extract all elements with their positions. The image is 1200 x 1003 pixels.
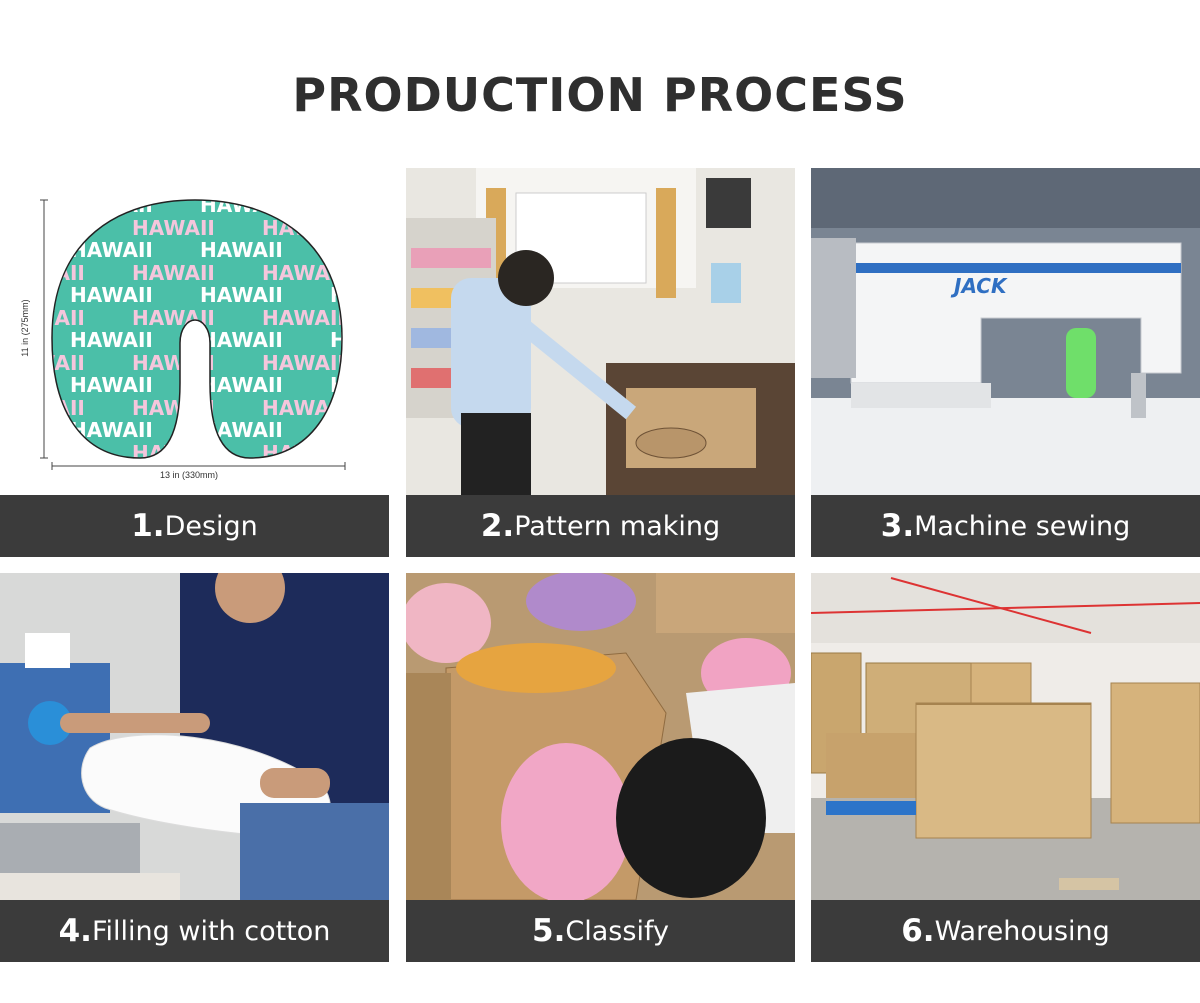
step-card-design: HAWAII HAWAII HAWAII 11 in (275mm) 13 in… xyxy=(0,168,389,557)
step-number: 2. xyxy=(480,508,515,544)
step-number: 4. xyxy=(58,913,92,949)
step-number: 5. xyxy=(532,913,566,949)
step-number: 1. xyxy=(131,508,165,544)
step-label: Design xyxy=(164,510,258,542)
step-card-warehousing: 6.Warehousing xyxy=(811,573,1200,962)
step-caption-warehousing: 6.Warehousing xyxy=(811,900,1200,962)
pattern-making-photo xyxy=(406,168,795,495)
classify-photo xyxy=(406,573,795,900)
step-label: Filling with cotton xyxy=(91,915,331,947)
step-caption-filling-with-cotton: 4.Filling with cotton xyxy=(0,900,389,962)
filling-with-cotton-photo xyxy=(0,573,389,900)
dimension-width-label: 13 in (330mm) xyxy=(160,470,219,480)
step-caption-pattern-making: 2.Pattern making xyxy=(406,495,795,557)
step-label: Machine sewing xyxy=(914,510,1131,542)
warehousing-photo xyxy=(811,573,1200,900)
step-label: Pattern making xyxy=(514,510,721,542)
step-card-classify: 5.Classify xyxy=(406,573,795,962)
step-label: Classify xyxy=(565,915,669,947)
design-drawing-image: HAWAII HAWAII HAWAII 11 in (275mm) 13 in… xyxy=(0,168,389,495)
page-title: PRODUCTION PROCESS xyxy=(292,68,908,122)
machine-sewing-photo: JACK xyxy=(811,168,1200,495)
step-number: 3. xyxy=(880,508,915,544)
machine-brand-logo: JACK xyxy=(954,274,1007,298)
step-caption-machine-sewing: 3.Machine sewing xyxy=(811,495,1200,557)
dimension-height-label: 11 in (275mm) xyxy=(20,299,30,357)
step-number: 6. xyxy=(901,913,935,949)
step-caption-design: 1.Design xyxy=(0,495,389,557)
step-caption-classify: 5.Classify xyxy=(406,900,795,962)
step-card-filling-with-cotton: 4.Filling with cotton xyxy=(0,573,389,962)
step-card-pattern-making: 2.Pattern making xyxy=(406,168,795,557)
step-card-machine-sewing: JACK 3.Machine sewing xyxy=(811,168,1200,557)
step-label: Warehousing xyxy=(934,915,1110,947)
